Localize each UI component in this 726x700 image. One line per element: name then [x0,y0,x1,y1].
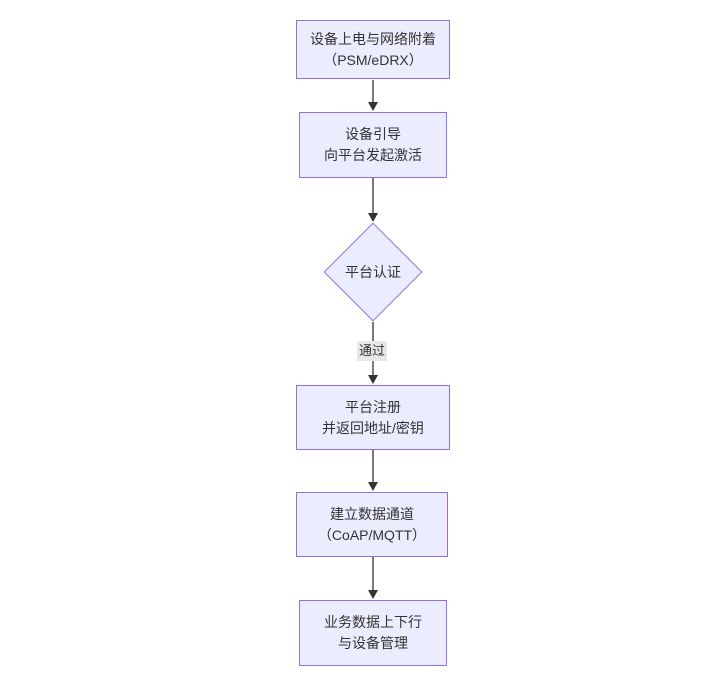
node-label-line: 设备引导 [345,126,401,142]
node-label-line: （PSM/eDRX） [323,51,423,68]
node-label-line: 并返回地址/密钥 [322,419,424,436]
flow-node-bootstrap: 设备引导 向平台发起激活 [299,112,447,178]
arrowhead-icon [368,213,378,222]
node-label-line: 建立数据通道 [330,505,414,522]
node-label-line: 平台认证 [345,264,401,280]
arrowhead-icon [368,375,378,384]
flow-node-business-data: 业务数据上下行 与设备管理 [299,600,447,666]
node-label-line: （CoAP/MQTT） [317,526,427,543]
node-label: 平台认证 [323,222,423,322]
flow-node-power-attach: 设备上电与网络附着 （PSM/eDRX） [296,20,450,79]
node-label-line: 与设备管理 [338,635,408,651]
flow-node-platform-register: 平台注册 并返回地址/密钥 [296,385,450,450]
arrowhead-icon [368,482,378,491]
edge-label-pass: 通过 [356,341,388,361]
node-label-line: 向平台发起激活 [324,147,422,163]
node-label-line: 业务数据上下行 [324,614,422,630]
arrowhead-icon [368,102,378,111]
node-label-line: 设备上电与网络附着 [310,30,436,47]
node-label: 设备上电与网络附着 （PSM/eDRX） [310,29,436,71]
node-label: 平台注册 并返回地址/密钥 [322,397,424,439]
node-label: 业务数据上下行 与设备管理 [324,612,422,654]
node-label-line: 平台注册 [344,398,401,415]
node-label: 设备引导 向平台发起激活 [324,124,422,166]
arrowhead-icon [368,590,378,599]
flow-node-data-channel: 建立数据通道 （CoAP/MQTT） [296,492,448,557]
node-label: 建立数据通道 （CoAP/MQTT） [318,504,426,546]
